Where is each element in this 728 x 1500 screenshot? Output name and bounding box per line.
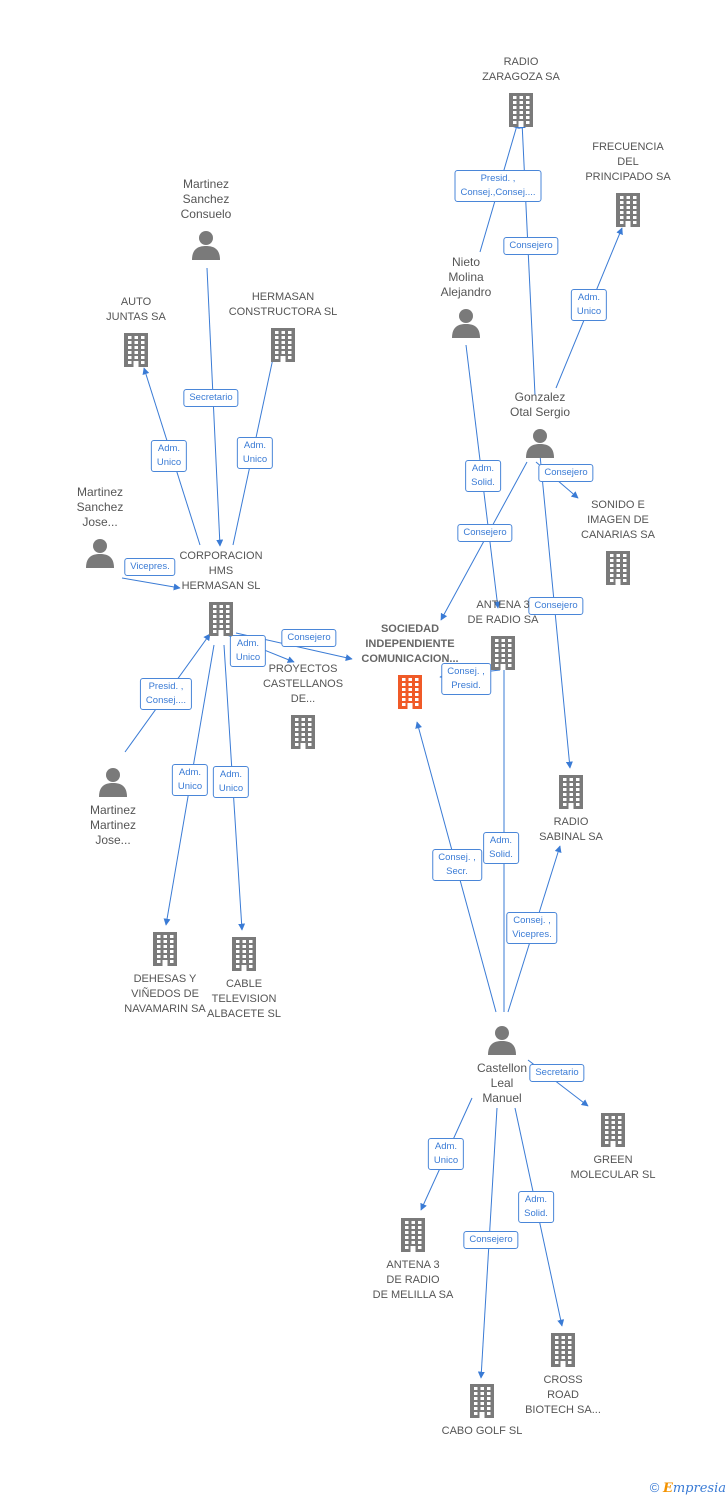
edge-label-mart_jose-to-corporacion[interactable]: Vicepres. [124,558,176,576]
edge-label-nieto-to-antena3_radio[interactable]: Adm.Solid. [465,460,501,492]
building-icon [491,636,515,670]
building-icon [551,1333,575,1367]
edge-label-gonzalez-to-sonido[interactable]: Consejero [538,464,594,482]
edge-label-corporacion-to-proyectos[interactable]: Adm.Unico [229,635,267,667]
brand-footer: © Empresia [650,1480,726,1496]
copyright-symbol: © [649,1480,660,1495]
building-icon [271,328,295,362]
edge-label-corporacion-to-dehesas[interactable]: Adm.Unico [171,764,209,796]
person-icon [86,539,114,568]
edge-label-corporacion-to-auto_juntas[interactable]: Adm.Unico [150,440,188,472]
edge-label-mart_consuelo-to-corporacion[interactable]: Secretario [183,389,239,407]
edge-label-castellon-to-sociedad[interactable]: Consej. ,Secr. [432,849,482,881]
building-icon [291,715,315,749]
edge-label-corporacion-to-cable[interactable]: Adm.Unico [212,766,250,798]
edge-label-castellon-to-antena3_melilla[interactable]: Adm.Unico [427,1138,465,1170]
person-icon [99,768,127,797]
edge-label-gonzalez-to-radio_sabinal[interactable]: Consejero [528,597,584,615]
edge-label-mart_mart-to-corporacion[interactable]: Presid. ,Consej.... [139,678,193,710]
brand-name: mpresia [672,1481,726,1496]
building-icon [616,193,640,227]
edge-gonzalez-to-radio_zaragoza [518,121,536,396]
edge-label-corporacion-to-sociedad[interactable]: Consejero [281,629,337,647]
focus-building-icon [398,675,422,709]
building-icon [124,333,148,367]
edge-label-castellon-to-radio_sabinal[interactable]: Consej. ,Vicepres. [506,912,558,944]
edge-label-castellon-to-cross[interactable]: Consejero [463,1231,519,1249]
building-icon [232,937,256,971]
edge-label-gonzalez-to-sociedad[interactable]: Consejero [457,524,513,542]
node-label[interactable]: CABO GOLF SL [441,1425,523,1437]
edge-label-castellon-to-cabo[interactable]: Adm.Solid. [518,1191,554,1223]
edge-label-castellon-to-antena3_radio[interactable]: Adm.Solid. [483,832,519,864]
person-icon [526,429,554,458]
person-icon [488,1026,516,1055]
person-icon [192,231,220,260]
edge-label-nieto-to-radio_zaragoza[interactable]: Presid. ,Consej.,Consej.... [454,170,542,202]
edge-label-corporacion-to-hermasan_constr[interactable]: Adm.Unico [236,437,274,469]
brand-initial: E [662,1481,673,1496]
edge-mart_jose-to-corporacion [121,577,181,591]
person-icon [452,309,480,338]
building-icon [606,551,630,585]
edge-label-gonzalez-to-radio_zaragoza[interactable]: Consejero [503,237,559,255]
edge-label-antena3_radio-to-sociedad[interactable]: Consej. ,Presid. [441,663,491,695]
building-icon [209,602,233,636]
building-icon [509,93,533,127]
edge-label-gonzalez-to-frecuencia[interactable]: Adm.Unico [570,289,608,321]
building-icon [470,1384,494,1418]
edge-mart_consuelo-to-corporacion [206,267,224,547]
building-icon [153,932,177,966]
edge-label-castellon-to-green[interactable]: Secretario [529,1064,585,1082]
node-cabo[interactable]: CABO GOLF SL [417,1384,547,1439]
building-icon [559,775,583,809]
building-icon [401,1218,425,1252]
building-icon [601,1113,625,1147]
